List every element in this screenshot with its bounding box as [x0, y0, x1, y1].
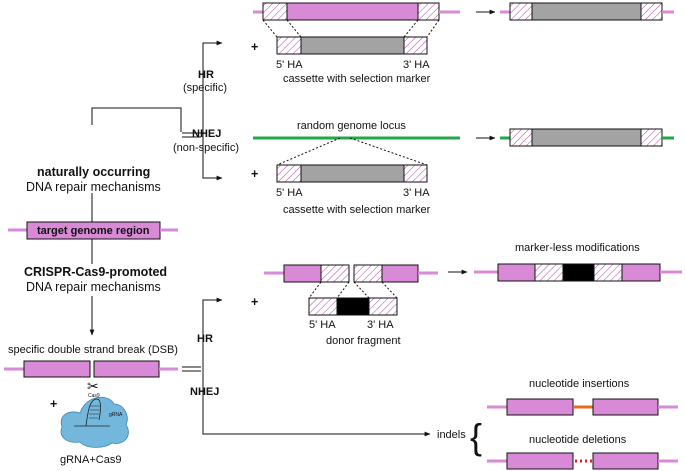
crispr-subtitle: DNA repair mechanisms — [26, 280, 161, 294]
nhej-crispr-label: NHEJ — [190, 386, 219, 398]
donor-label: donor fragment — [326, 335, 401, 347]
plus-sign: + — [251, 40, 258, 54]
cassette-label: cassette with selection marker — [283, 204, 431, 216]
hr-crispr-genome — [264, 264, 438, 283]
grna-cas9-label: gRNA+Cas9 — [60, 454, 121, 466]
deletion-construct — [487, 452, 678, 470]
target-genome-region: target genome region — [8, 221, 178, 240]
nhej-natural-cassette — [276, 164, 428, 183]
hr-natural-cassette — [276, 36, 428, 55]
deletions-label: nucleotide deletions — [529, 434, 627, 446]
cas9-small-label: Cas9 — [88, 393, 100, 399]
ha3-label: 3' HA — [367, 319, 394, 331]
hr-crispr-label: HR — [197, 333, 213, 345]
insertion-construct — [487, 398, 678, 416]
plus-sign: + — [251, 295, 258, 309]
hr-natural-sub: (specific) — [183, 82, 227, 94]
hr-crispr-result — [474, 263, 682, 282]
scissors-icon: ✂ — [87, 378, 99, 394]
nhej-natural-label: NHEJ — [192, 128, 221, 140]
brace: { — [470, 416, 482, 457]
crispr-title: CRISPR-Cas9-promoted — [24, 265, 167, 279]
donor-fragment — [308, 297, 398, 316]
target-region-label: target genome region — [37, 225, 150, 237]
nhej-natural-sub: (non-specific) — [173, 142, 239, 154]
indels-label: indels — [437, 429, 466, 441]
plus-sign: + — [50, 397, 57, 411]
insertions-label: nucleotide insertions — [529, 378, 630, 390]
ha5-label: 5' HA — [276, 59, 303, 71]
markerless-label: marker-less modifications — [515, 242, 640, 254]
natural-title: naturally occurring — [37, 165, 150, 179]
random-locus-label: random genome locus — [297, 120, 406, 132]
ha5-label: 5' HA — [309, 319, 336, 331]
ha3-label: 3' HA — [403, 187, 430, 199]
hr-natural-result — [500, 2, 674, 21]
hr-natural-label: HR — [198, 69, 214, 81]
ha3-label: 3' HA — [403, 59, 430, 71]
plus-sign: + — [251, 167, 258, 181]
cassette-label: cassette with selection marker — [283, 73, 431, 85]
natural-subtitle: DNA repair mechanisms — [26, 180, 161, 194]
cas9-icon: Cas9 gRNA — [60, 393, 129, 448]
dsb-construct — [4, 360, 178, 378]
ha5-label: 5' HA — [276, 187, 303, 199]
nhej-natural-result — [500, 128, 674, 147]
hr-natural-genome — [253, 2, 460, 21]
grna-small-label: gRNA — [109, 412, 123, 418]
dsb-label: specific double strand break (DSB) — [8, 344, 178, 356]
